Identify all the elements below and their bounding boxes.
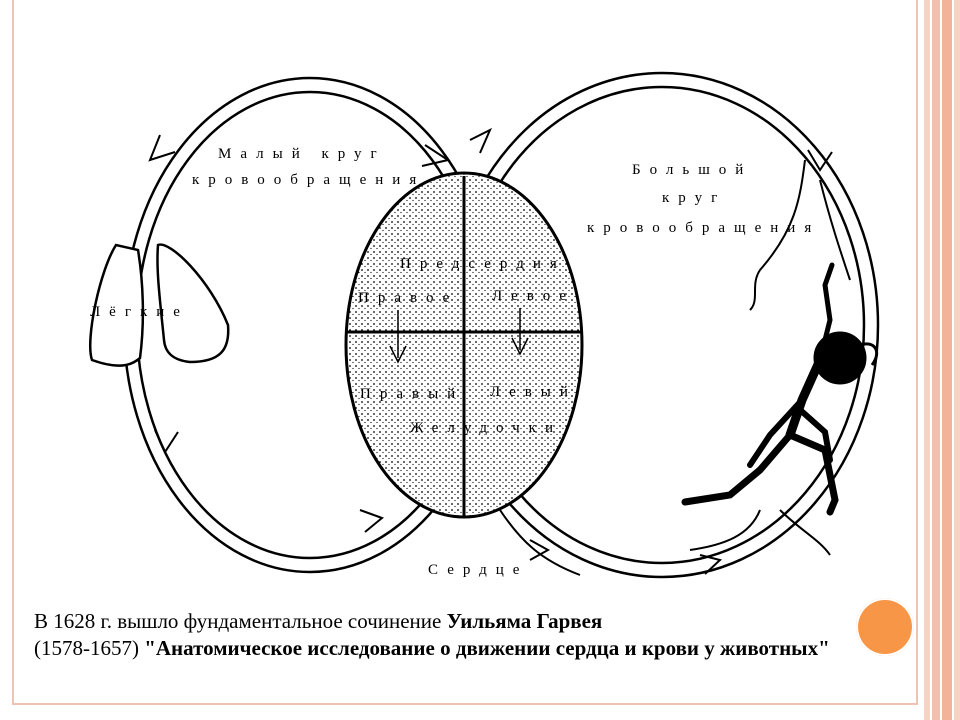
circulation-drawing: [88, 71, 880, 579]
heart-label: Сердце: [428, 562, 529, 578]
caption-text-1: В 1628 г. вышло фундаментальное сочинени…: [34, 609, 447, 633]
big-circle-label-1: Большой: [632, 162, 753, 178]
ventricles-label: Желудочки: [410, 420, 562, 436]
lungs-label: Лёгкие: [90, 304, 189, 320]
decor-stripe: [954, 0, 960, 720]
atria-label: Предсердия: [400, 256, 566, 272]
flow-arrows: [148, 127, 833, 575]
decor-stripe: [924, 0, 930, 720]
slide-caption: В 1628 г. вышло фундаментальное сочинени…: [34, 608, 854, 662]
running-figure-icon: [681, 262, 879, 516]
right-ventricle-label: Правый: [360, 386, 465, 402]
circulation-diagram: Малый круг кровообращения Большой круг к…: [60, 40, 900, 600]
slide-border: [12, 0, 918, 705]
right-atrium-label: Правое: [358, 290, 459, 306]
caption-text-2: (1578-1657): [34, 636, 145, 660]
caption-author: Уильяма Гарвея: [446, 609, 603, 633]
small-circle-label-2: кровообращения: [192, 172, 426, 188]
caption-title: "Анатомическое исследование о движении с…: [144, 636, 830, 660]
vessel-branches: [499, 159, 851, 576]
left-ventricle-label: Левый: [490, 384, 577, 400]
lungs: [88, 243, 230, 367]
decor-stripe: [942, 0, 952, 720]
decor-stripe: [932, 0, 940, 720]
small-circle-label-1: Малый круг: [218, 146, 386, 162]
big-circle-label-2: круг: [662, 190, 727, 206]
big-circle-label-3: кровообращения: [587, 220, 821, 236]
heart: [344, 171, 584, 519]
left-atrium-label: Левое: [492, 288, 576, 304]
orange-circle-icon: [856, 598, 914, 656]
